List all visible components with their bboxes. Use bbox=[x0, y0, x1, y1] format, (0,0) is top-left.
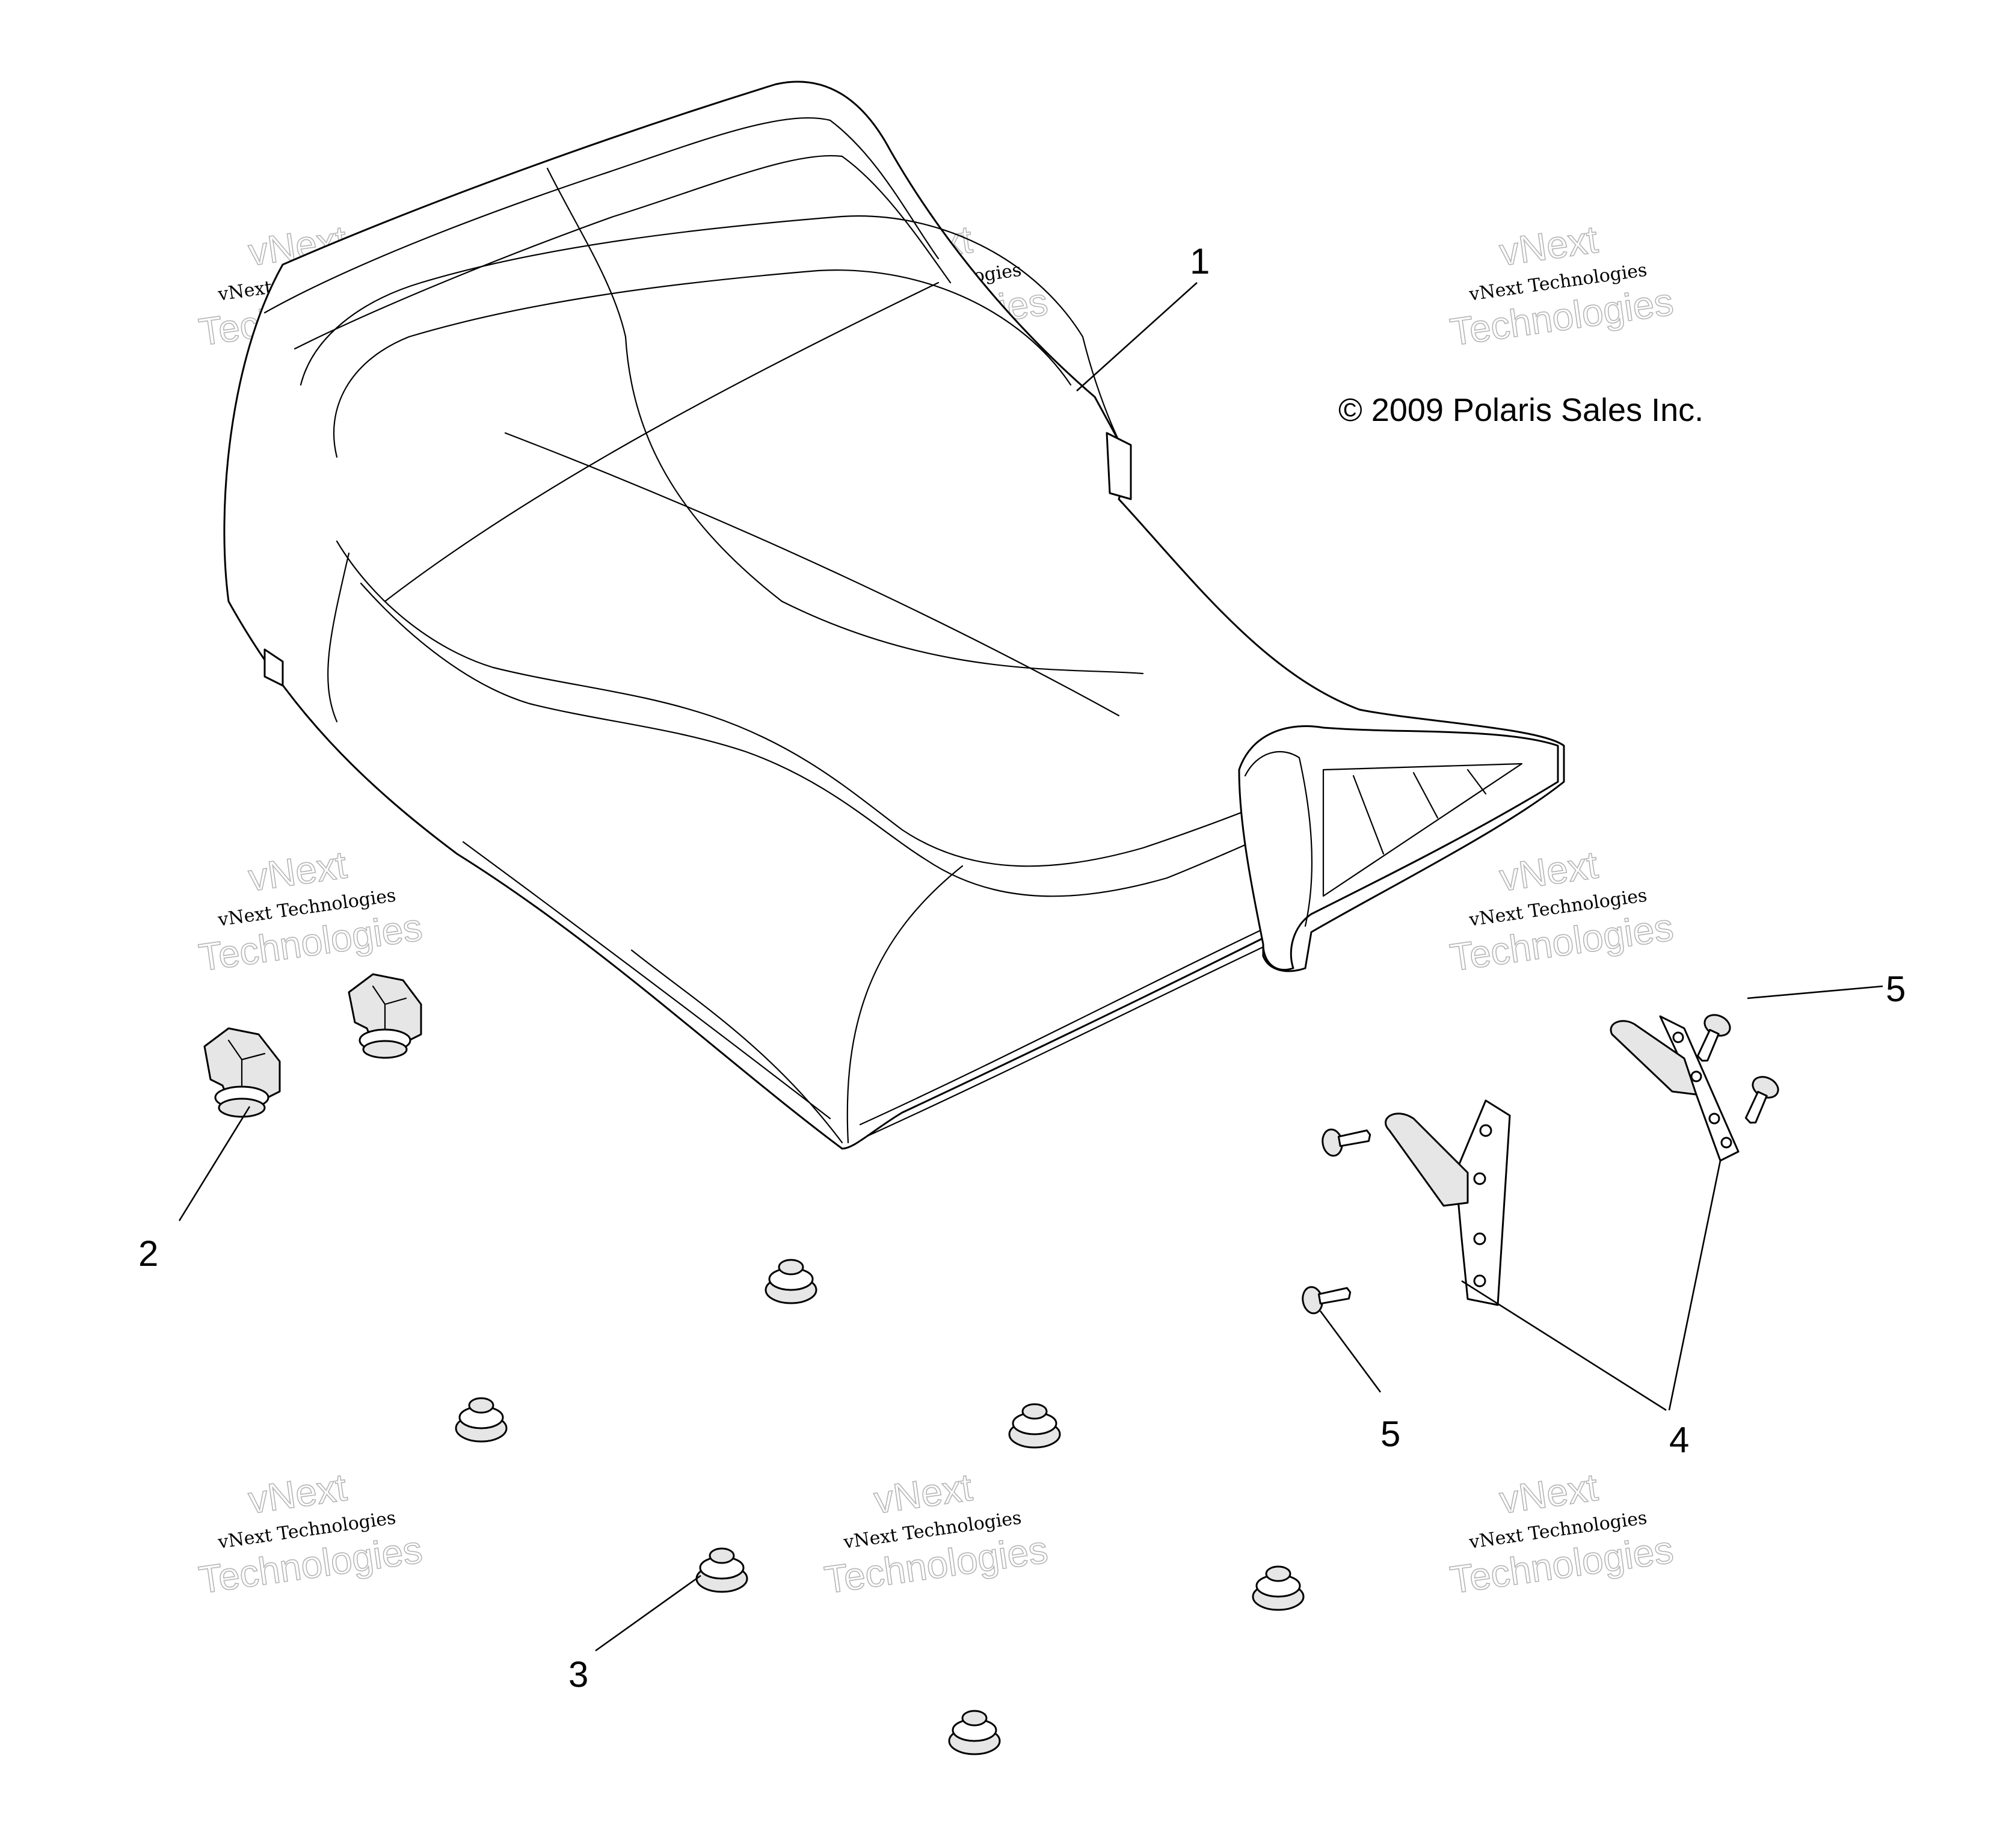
seat-crease bbox=[384, 281, 940, 603]
leader-line-1 bbox=[1076, 282, 1198, 391]
seat-seam bbox=[624, 336, 783, 603]
latch-detail bbox=[227, 1039, 266, 1087]
screw-shank bbox=[1744, 1090, 1768, 1124]
seat-crease bbox=[504, 432, 1120, 717]
bracket-hole bbox=[1720, 1137, 1732, 1149]
watermark: vNext vNext Technologies Technologies bbox=[1447, 843, 1676, 980]
seat-seam bbox=[781, 600, 1144, 675]
callout-labels: 1 2 3 4 5 5 bbox=[138, 241, 1906, 1695]
leader-line-5-lower bbox=[1319, 1310, 1382, 1393]
watermark-brand: vNext bbox=[1497, 843, 1601, 900]
bumper-part bbox=[455, 1397, 508, 1443]
callout-1: 1 bbox=[1190, 241, 1210, 281]
seat-rear-frame-inner bbox=[1322, 763, 1523, 897]
watermark: vNext vNext Technologies Technologies bbox=[195, 1465, 425, 1602]
bumper-part bbox=[1252, 1565, 1305, 1611]
bumper-cap bbox=[961, 1710, 988, 1727]
watermark-brand: vNext bbox=[246, 843, 349, 900]
copyright-notice: © 2009 Polaris Sales Inc. bbox=[1338, 392, 1703, 428]
bracket-hole bbox=[1473, 1274, 1486, 1288]
watermark-brand: vNext bbox=[1497, 1466, 1601, 1522]
bumper-part bbox=[765, 1259, 817, 1304]
watermark: vNext vNext Technologies Technologies bbox=[1447, 1465, 1676, 1602]
bracket-hook bbox=[1385, 1113, 1469, 1207]
bumper-cap bbox=[1265, 1565, 1291, 1582]
latch-base bbox=[362, 1040, 408, 1059]
leader-line-4b bbox=[1668, 1160, 1722, 1411]
seat-tab bbox=[1106, 432, 1132, 500]
bracket-hole bbox=[1708, 1113, 1720, 1125]
bracket-hole bbox=[1672, 1031, 1684, 1043]
seat-tab bbox=[263, 648, 284, 687]
watermark-brand: vNext bbox=[872, 1466, 975, 1522]
leader-line-3 bbox=[595, 1574, 701, 1652]
seat-rear-rib bbox=[1352, 775, 1385, 855]
bumper-part bbox=[948, 1710, 1001, 1755]
seat-dish-inner bbox=[333, 269, 1072, 458]
screw-shank bbox=[1696, 1028, 1720, 1062]
seat-bracket-part bbox=[1610, 1015, 1740, 1162]
screw-part bbox=[1696, 1014, 1731, 1062]
bumper-cap bbox=[778, 1259, 804, 1275]
seat-outline bbox=[223, 81, 1565, 1150]
seat-rear-rib bbox=[1466, 769, 1487, 795]
bumper-part bbox=[695, 1547, 748, 1593]
screw-part bbox=[1322, 1128, 1371, 1157]
seat-seam bbox=[630, 949, 843, 1144]
leader-line-4a bbox=[1461, 1280, 1667, 1411]
seat-seam bbox=[546, 167, 627, 338]
seat-bracket-part bbox=[1385, 1099, 1511, 1306]
bumper-cap bbox=[709, 1547, 735, 1564]
watermark: vNext vNext Technologies Technologies bbox=[1447, 217, 1676, 354]
watermark-brand: vNext bbox=[1497, 218, 1601, 274]
screw-part bbox=[1744, 1076, 1779, 1124]
screw-group bbox=[1302, 1014, 1779, 1315]
seat-skirt bbox=[865, 943, 1270, 1138]
seat-rear-loop bbox=[1244, 751, 1312, 927]
callout-5-lower: 5 bbox=[1380, 1414, 1400, 1454]
seat-rim-inner bbox=[294, 155, 952, 350]
bumper-group bbox=[455, 1259, 1305, 1755]
seat-rear-frame bbox=[1238, 725, 1559, 971]
seat-rim-outer bbox=[263, 117, 940, 314]
bracket-hole bbox=[1473, 1232, 1486, 1245]
callout-3: 3 bbox=[568, 1654, 588, 1695]
seat-latch-part bbox=[348, 973, 422, 1059]
seat-dish-contour bbox=[300, 215, 1132, 464]
latch-base bbox=[218, 1097, 266, 1118]
bracket-hook bbox=[1610, 1020, 1697, 1096]
watermark: vNext vNext Technologies Technologies bbox=[195, 843, 425, 980]
bumper-cap bbox=[468, 1397, 494, 1414]
bracket-hole bbox=[1690, 1070, 1702, 1082]
seat-skirt bbox=[859, 928, 1264, 1126]
callout-2: 2 bbox=[138, 1233, 158, 1274]
callout-5-upper: 5 bbox=[1886, 969, 1906, 1009]
leader-line-5-upper bbox=[1747, 985, 1883, 999]
seat-part bbox=[223, 81, 1565, 1150]
seat-skirt bbox=[462, 841, 831, 1120]
screw-shank bbox=[1337, 1129, 1371, 1147]
screw-shank bbox=[1317, 1287, 1352, 1305]
leader-line-2 bbox=[178, 1106, 251, 1221]
bumper-part bbox=[1008, 1403, 1061, 1449]
latch-detail bbox=[372, 985, 407, 1030]
leader-lines bbox=[178, 282, 1883, 1652]
seat-front-band-bottom bbox=[360, 582, 1282, 897]
bracket-hole bbox=[1479, 1124, 1492, 1137]
bumper-cap bbox=[1021, 1403, 1048, 1420]
callout-4: 4 bbox=[1669, 1420, 1689, 1460]
bracket-hole bbox=[1473, 1172, 1486, 1185]
watermark-brand: vNext bbox=[246, 1466, 349, 1522]
seat-latch-part bbox=[203, 1027, 281, 1118]
seat-seam bbox=[846, 865, 964, 1144]
seat-front-band-top bbox=[336, 540, 1276, 867]
seat-rear-rib bbox=[1412, 772, 1439, 819]
watermark: vNext vNext Technologies Technologies bbox=[821, 1465, 1051, 1602]
seat-seam bbox=[327, 552, 350, 723]
screw-part bbox=[1302, 1286, 1352, 1315]
